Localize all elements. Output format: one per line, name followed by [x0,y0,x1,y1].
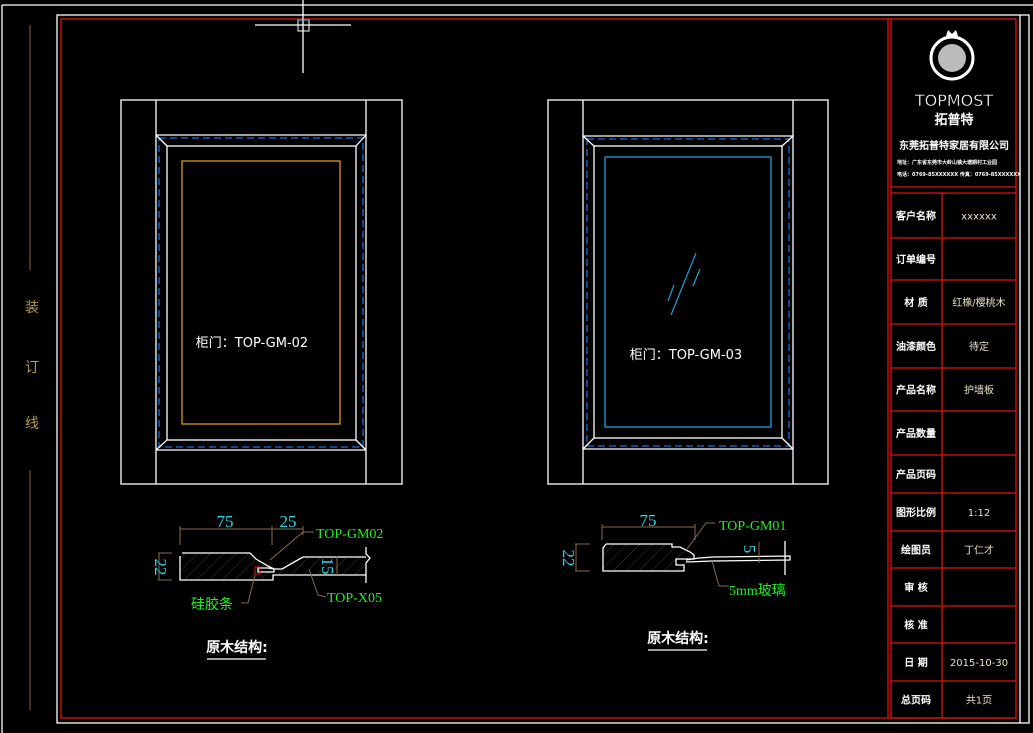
door-elevation-gm02: 柜门：TOP-GM-02 [120,99,403,485]
door-label: 柜门：TOP-GM-02 [196,336,308,351]
callout-label: 硅胶条 [191,596,233,613]
callout-label: TOP-X05 [327,591,382,606]
drawing-frame-red [60,18,1017,719]
title-block-header: TOPMOST 拓普特 东莞拓普特家居有限公司 地址：广东省东莞市大岭山镇大塘朗… [897,30,1021,178]
glass-reflection-icon [667,252,701,316]
title-block-label: 产品页码 [896,468,936,481]
title-block-label: 总页码 [901,694,931,707]
title-block-value: 待定 [969,340,989,353]
door-elevation-gm03: 柜门：TOP-GM-03 [547,99,829,485]
title-block-value: xxxxxx [961,212,997,223]
title-block-label: 日 期 [904,656,927,669]
title-block-label: 审 核 [904,581,927,594]
title-block-label: 油漆颜色 [896,340,936,353]
title-block-value: 1:12 [968,508,990,519]
company-phone: 电话：0769-85XXXXXX 传真：0769-85XXXXXX [897,171,1021,178]
title-block-value: 护墙板 [964,384,994,397]
dim-15: 15 [318,558,337,575]
binding-char: 线 [25,416,39,432]
crosshair-cursor [255,0,351,73]
title-block-label: 产品数量 [896,427,936,440]
section-detail-gm01: 75 22 5 TOP-GM01 5mm玻璃 原木结构: [559,511,791,651]
title-block-label: 客户名称 [895,210,936,223]
binding-char: 装 [25,300,39,316]
title-block-label: 核 准 [904,619,927,632]
callout-label: TOP-GM01 [719,519,786,534]
title-block-label: 绘图员 [901,544,931,557]
title-block-label: 产品名称 [896,384,936,397]
title-block-value: 丁仁才 [964,544,994,557]
company-name: 东莞拓普特家居有限公司 [899,139,1009,152]
callout-label: 5mm玻璃 [729,582,786,599]
dim-22: 22 [559,550,578,567]
company-address: 地址：广东省东莞市大岭山镇大塘朗村工业园 [897,159,997,166]
dim-22: 22 [151,559,170,576]
brand-name: TOPMOST [914,91,994,110]
title-block-value: 红橡/樱桃木 [952,296,1005,309]
door-label: 柜门：TOP-GM-03 [630,348,742,363]
dim-75: 75 [640,511,657,530]
dim-5: 5 [740,545,759,554]
section-title: 原木结构: [206,639,268,656]
binding-char: 订 [25,360,39,376]
title-block-value: 2015-10-30 [950,658,1008,669]
dim-75: 75 [217,512,234,531]
section-detail-gm02: 75 25 22 15 TOP-GM02 TOP-X05 硅胶条 原木结构: [151,512,383,660]
drawing-frame [56,14,1030,724]
callout-label: TOP-GM02 [316,527,383,542]
title-block-label: 图形比例 [896,506,936,519]
topmost-logo-icon [929,30,975,81]
section-title: 原木结构: [647,630,709,647]
title-block-value: 共1页 [966,695,992,707]
brand-name-cn: 拓普特 [934,112,973,128]
title-block-label: 订单编号 [896,253,936,266]
title-block-label: 材 质 [904,296,927,309]
dim-25: 25 [280,512,297,531]
